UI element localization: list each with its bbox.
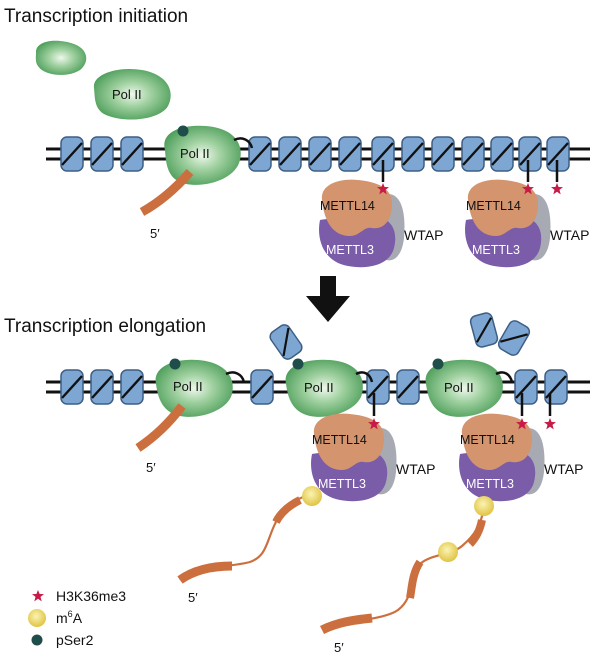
nucleosome-8	[401, 136, 425, 172]
five-prime-label-bottom-3: 5′	[334, 640, 344, 655]
nucleosome-4	[366, 369, 390, 405]
rna-transcript-bottom-1	[135, 403, 186, 452]
mettl14-subunit	[467, 179, 538, 236]
mettl14-label: METTL14	[320, 199, 375, 213]
nucleosome-3	[248, 136, 272, 172]
pol2-label-bottom-1: Pol II	[173, 379, 203, 394]
wtap-label: WTAP	[550, 227, 589, 243]
nucleosome-10	[461, 136, 485, 172]
pol2-label-free: Pol II	[112, 87, 142, 102]
nucleosome-7	[544, 369, 568, 405]
star-icon	[544, 418, 556, 430]
nucleosome-11	[490, 136, 514, 172]
mettl14-label: METTL14	[460, 433, 515, 447]
wtap-label: WTAP	[404, 227, 443, 243]
nucleosome-1	[90, 369, 114, 405]
evicted-nucleosome-2	[469, 312, 499, 348]
mettl3-label: METTL3	[326, 243, 374, 257]
nucleosome-4	[278, 136, 302, 172]
nucleosome-row-bottom	[60, 369, 568, 405]
nucleosome-2	[120, 369, 144, 405]
heading-initiation: Transcription initiation	[4, 6, 188, 27]
teal-dot-icon	[292, 358, 304, 370]
mettl14-label: METTL14	[466, 199, 521, 213]
teal-dot-icon	[169, 358, 181, 370]
nucleosome-1	[90, 136, 114, 172]
nucleosome-5	[396, 369, 420, 405]
rna-transcript-bottom-3	[325, 505, 486, 630]
pol2-label-bottom-3: Pol II	[444, 380, 474, 395]
free-pol2-complex: Pol II	[93, 68, 171, 120]
nucleosome-6	[514, 369, 538, 405]
nucleosome-tails-top	[381, 160, 559, 182]
pol2-on-dna-top: Pol II	[164, 125, 254, 185]
rna-transcript-bottom-2-mid	[272, 496, 302, 524]
nucleosome-tails-bottom	[372, 393, 552, 416]
nucleosome-row-top	[60, 136, 570, 172]
star-icon	[32, 590, 44, 602]
nucleosome-5	[308, 136, 332, 172]
teal-dot-icon	[432, 358, 444, 370]
rna-transcript-bottom-2-5p	[177, 561, 233, 584]
mettl14-subunit	[461, 413, 532, 470]
mettl3-label: METTL3	[472, 243, 520, 257]
rna-transcript-bottom-3-a	[467, 519, 486, 547]
nucleosome-3	[250, 369, 274, 405]
wtap-label: WTAP	[544, 461, 583, 477]
evicted-nucleosome-1	[269, 324, 303, 360]
down-arrow-icon	[306, 276, 350, 322]
five-prime-label-bottom-1: 5′	[146, 460, 156, 475]
legend-pser2: pSer2	[56, 632, 94, 648]
wtap-label: WTAP	[396, 461, 435, 477]
legend: H3K36me3 m6A pSer2	[28, 588, 126, 648]
five-prime-label-top: 5′	[150, 226, 160, 241]
nucleosome-2	[120, 136, 144, 172]
m6a-yellow-circle-icon	[474, 496, 494, 516]
rna-transcript-bottom-3-5p	[319, 613, 373, 635]
pol2-on-dna-bottom-3: Pol II	[425, 358, 514, 417]
pol2-label-bottom-2: Pol II	[304, 380, 334, 395]
legend-m6a: m6A	[56, 609, 83, 626]
evicted-nucleosome-3	[497, 320, 531, 356]
five-prime-label-bottom-2: 5′	[188, 590, 198, 605]
nucleosome-6	[338, 136, 362, 172]
nucleosome-9	[431, 136, 455, 172]
mettl14-subunit	[313, 413, 384, 470]
pol2-on-dna-bottom-2: Pol II	[285, 358, 374, 417]
star-icon	[551, 183, 563, 195]
m6a-yellow-circle-icon	[302, 486, 322, 506]
nucleosome-12	[518, 136, 542, 172]
nucleosome-0	[60, 136, 84, 172]
pol2-on-dna-bottom-1: Pol II	[155, 358, 246, 417]
rna-transcript-bottom-3-b	[406, 559, 424, 599]
teal-dot-icon	[31, 634, 43, 646]
mettl3-label: METTL3	[318, 477, 366, 491]
mettl3-label: METTL3	[466, 477, 514, 491]
nucleosome-0	[60, 369, 84, 405]
rna-transcript-top	[139, 169, 194, 216]
teal-dot-icon	[177, 125, 189, 137]
pol2-label-top: Pol II	[180, 146, 210, 161]
legend-h3k36me3: H3K36me3	[56, 588, 126, 604]
mettl14-subunit	[321, 179, 392, 236]
yellow-circle-icon	[28, 609, 46, 627]
mettl14-label: METTL14	[312, 433, 367, 447]
free-pol2-blob-small	[35, 40, 87, 75]
m6a-yellow-circle-icon	[438, 542, 458, 562]
nucleosome-7	[371, 136, 395, 172]
heading-elongation: Transcription elongation	[4, 316, 206, 337]
